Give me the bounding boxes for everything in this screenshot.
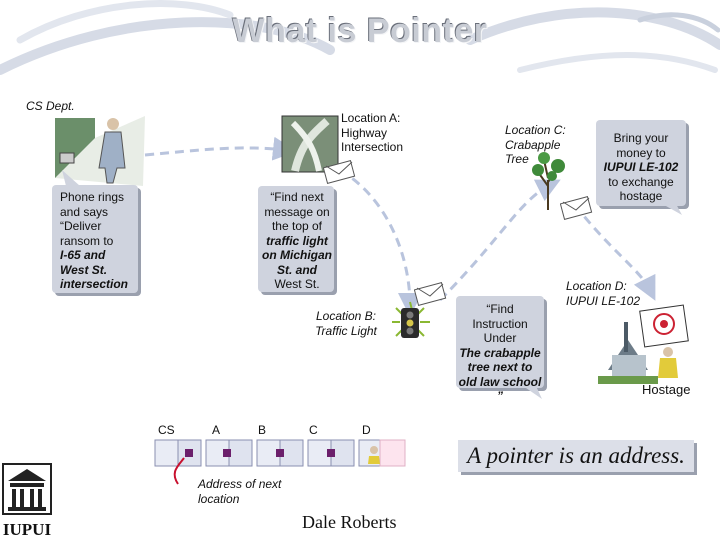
bring-line1: Bring your money to bbox=[613, 131, 669, 160]
linked-list bbox=[154, 439, 406, 485]
find-instruction-line1: “Find Instruction Under bbox=[472, 302, 528, 345]
list-label-b: B bbox=[258, 423, 267, 437]
pointer-dot-b bbox=[276, 449, 284, 457]
pointer-dot-a bbox=[223, 449, 231, 457]
hostage-mini-icon bbox=[370, 446, 378, 454]
envelope-icon-a bbox=[323, 160, 356, 184]
iupui-logo: IUPUI bbox=[2, 463, 52, 539]
svg-text:IUPUI: IUPUI bbox=[3, 520, 52, 539]
location-b-label: Location B: Traffic Light bbox=[315, 309, 377, 338]
pointer-callout: A pointer is an address. bbox=[458, 440, 694, 472]
location-c-label: Location C: Crabapple Tree bbox=[505, 123, 566, 166]
find-next-line2: traffic light on Michigan St. and bbox=[262, 233, 332, 277]
find-instruction-bubble: “Find Instruction Under The crabapple tr… bbox=[458, 302, 542, 404]
cs-dept-label: CS Dept. bbox=[26, 99, 75, 113]
phone-bubble-shape bbox=[52, 170, 141, 296]
location-a-label: Location A: Highway Intersection bbox=[341, 111, 404, 154]
bring-line3: to exchange hostage bbox=[608, 174, 674, 204]
author-name: Dale Roberts bbox=[302, 512, 397, 532]
pointer-dot-cs bbox=[185, 449, 193, 457]
pointer-curve bbox=[173, 457, 185, 485]
envelope-icon-b bbox=[414, 282, 447, 306]
list-caption: Address of next location bbox=[198, 477, 282, 506]
list-label-a: A bbox=[212, 423, 221, 437]
find-instruction-bubble-shape bbox=[456, 296, 547, 399]
pointer-dot-c bbox=[327, 449, 335, 457]
traffic-light-icon bbox=[392, 301, 430, 338]
list-label-cs: CS bbox=[158, 423, 175, 437]
hostage-scene-icon bbox=[598, 304, 689, 384]
envelope-icon-c bbox=[560, 196, 593, 220]
find-instruction-line2: The crabapple tree next to old law schoo… bbox=[458, 345, 542, 404]
page-title: What is Pointer bbox=[232, 12, 488, 50]
crabapple-tree-icon bbox=[532, 152, 565, 210]
list-label-c: C bbox=[309, 423, 318, 437]
find-next-bubble-shape bbox=[258, 186, 337, 295]
bring-bubble: Bring your money to IUPUI LE-102 to exch… bbox=[598, 131, 684, 204]
phone-line2: I-65 and West St. intersection bbox=[60, 248, 129, 291]
hostage-label: Hostage bbox=[642, 382, 691, 397]
phone-caller-icon bbox=[55, 116, 145, 186]
bring-line2: IUPUI LE-102 bbox=[603, 160, 679, 174]
find-next-bubble: “Find next message on the top of traffic… bbox=[260, 190, 334, 292]
phone-line1: Phone rings and says “Deliver ransom to bbox=[60, 190, 125, 248]
phone-bubble: Phone rings and says “Deliver ransom to … bbox=[60, 190, 136, 292]
list-label-d: D bbox=[362, 423, 371, 437]
location-d-label: Location D: IUPUI LE-102 bbox=[566, 279, 641, 308]
find-next-line1: “Find next message on the top of bbox=[264, 190, 330, 233]
bring-bubble-shape bbox=[596, 120, 689, 215]
find-next-line3: West St. bbox=[274, 277, 320, 291]
highway-sign-icon bbox=[281, 115, 339, 173]
